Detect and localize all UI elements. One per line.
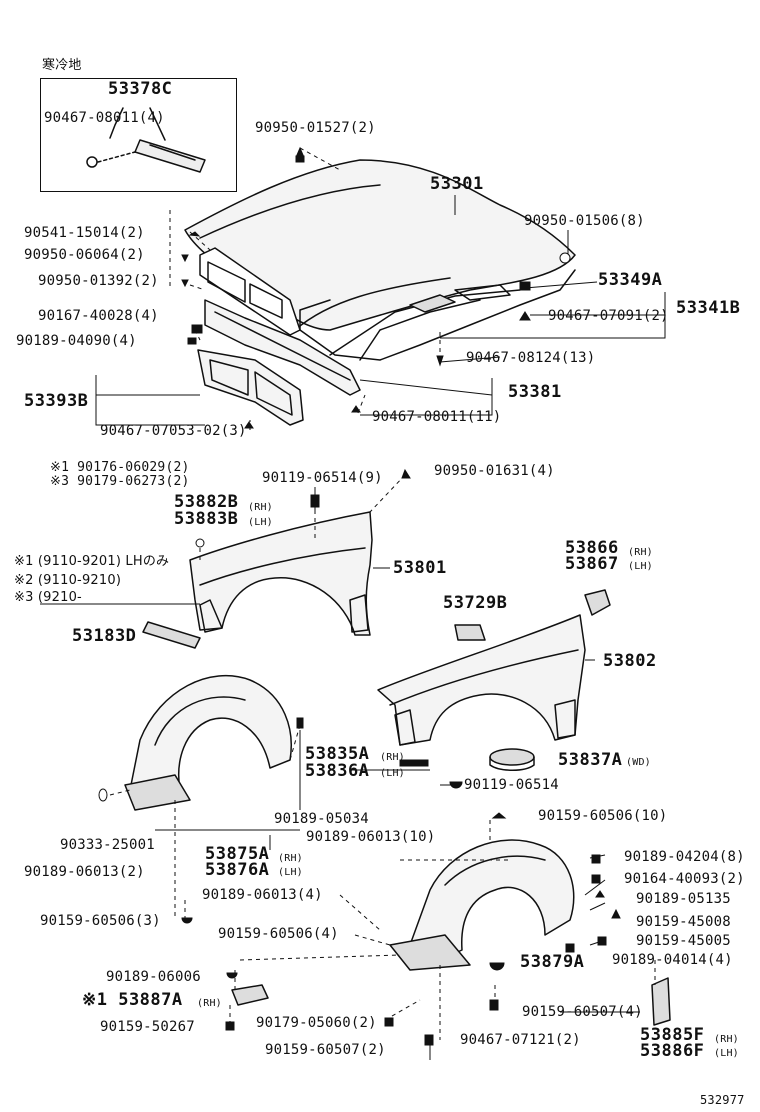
label-90333-25001: 90333-25001 (60, 837, 155, 853)
label-90159-60506-3: 90159-60506(3) (40, 913, 161, 929)
fender-liner-rh-drawing (389, 839, 575, 971)
label-90950-01527: 90950-01527(2) (255, 120, 376, 136)
label-53885F-side: (RH) (714, 1034, 739, 1045)
label-90159-60507-4: 90159-60507(4) (522, 1004, 643, 1020)
label-53887A-side: (RH) (197, 998, 222, 1009)
label-53837A: 53837A (558, 750, 623, 770)
label-53801-fender: 53801 (393, 558, 447, 578)
label-90159-50267: 90159-50267 (100, 1019, 195, 1035)
label-90467-08011: 90467-08011(11) (372, 409, 502, 425)
label-53882B-side: (RH) (248, 502, 273, 513)
label-53887A: ※1 53887A (82, 990, 183, 1010)
pad-drawing (454, 624, 486, 641)
label-53183D: 53183D (72, 626, 137, 646)
label-90119-06514-top: 90119-06514(9) (262, 470, 383, 486)
label-53836A-side: (LH) (380, 768, 405, 779)
label-90164-40093: 90164-40093(2) (624, 871, 745, 887)
small-bracket-drawing (231, 984, 269, 1006)
label-90189-06006: 90189-06006 (106, 969, 201, 985)
grille-drawing (197, 349, 304, 426)
inset-bolt: 90467-08011(4) (44, 110, 165, 126)
mudguard-bracket-drawing (651, 977, 671, 1026)
note-2: ※2 (9110-9210) (14, 573, 122, 588)
label-90189-04014: 90189-04014(4) (612, 952, 733, 968)
insulator-drawing (489, 748, 535, 766)
label-90179-06273: ※3 90179-06273(2) (50, 474, 190, 489)
label-53875A-side: (RH) (278, 853, 303, 864)
label-53301-hood: 53301 (430, 174, 484, 194)
inset-part-number: 53378C (108, 79, 173, 99)
rail-drawing (204, 299, 361, 396)
label-90189-04090: 90189-04090(4) (16, 333, 137, 349)
label-53866-side: (RH) (628, 547, 653, 558)
strip-drawing (142, 621, 201, 649)
label-53835A: 53835A (305, 744, 370, 764)
label-53341B: 53341B (676, 298, 741, 318)
label-53835A-side: (RH) (380, 752, 405, 763)
label-90189-05135: 90189-05135 (636, 891, 731, 907)
label-90467-07053: 90467-07053-02(3) (100, 423, 247, 439)
label-53876A-side: (LH) (278, 867, 303, 878)
label-90189-04204: 90189-04204(8) (624, 849, 745, 865)
front-fender-rh-drawing (377, 614, 586, 746)
label-90167-40028: 90167-40028(4) (38, 308, 159, 324)
label-90950-06064: 90950-06064(2) (24, 247, 145, 263)
label-53837A-wd: (WD) (626, 757, 651, 768)
label-53886F-side: (LH) (714, 1048, 739, 1059)
hood-drawing (184, 159, 576, 361)
label-53867-side: (LH) (628, 561, 653, 572)
label-90189-05034: 90189-05034 (274, 811, 369, 827)
diagram-reference-number: 532977 (700, 1093, 745, 1107)
label-53836A: 53836A (305, 761, 370, 781)
label-53802-fender: 53802 (603, 651, 657, 671)
label-90159-45008: 90159-45008 (636, 914, 731, 930)
label-53381: 53381 (508, 382, 562, 402)
label-53349A: 53349A (598, 270, 663, 290)
label-53866: 53866 (565, 538, 619, 558)
label-90950-01392: 90950-01392(2) (38, 273, 159, 289)
label-90467-07121: 90467-07121(2) (460, 1032, 581, 1048)
front-fender-lh-drawing (189, 511, 373, 636)
note-3: ※3 (9210- (14, 590, 82, 605)
inset-note: 寒冷地 (42, 58, 82, 73)
label-90950-01506: 90950-01506(8) (524, 213, 645, 229)
label-90189-06013-4: 90189-06013(4) (202, 887, 323, 903)
label-90159-60506-4: 90159-60506(4) (218, 926, 339, 942)
note-1: ※1 (9110-9201) LHのみ (14, 554, 170, 569)
label-53882B: 53882B (174, 492, 239, 512)
label-90541-15014: 90541-15014(2) (24, 225, 145, 241)
label-53879A: 53879A (520, 952, 585, 972)
fender-liner-lh-drawing (124, 675, 292, 811)
label-90159-45005: 90159-45005 (636, 933, 731, 949)
label-90950-01631: 90950-01631(4) (434, 463, 555, 479)
inset-box (40, 78, 237, 192)
label-90176-06029: ※1 90176-06029(2) (50, 460, 190, 475)
inset-bracket-drawing (86, 107, 206, 173)
label-53729B: 53729B (443, 593, 508, 613)
label-90189-06013-10: 90189-06013(10) (306, 829, 436, 845)
label-53875A: 53875A (205, 844, 270, 864)
label-53886F: 53886F (640, 1041, 705, 1061)
label-53883B: 53883B (174, 509, 239, 529)
label-90159-60506-10: 90159-60506(10) (538, 808, 668, 824)
label-90467-08124: 90467-08124(13) (466, 350, 596, 366)
label-90189-06013-2: 90189-06013(2) (24, 864, 145, 880)
label-90159-60507-2: 90159-60507(2) (265, 1042, 386, 1058)
label-53883B-side: (LH) (248, 517, 273, 528)
label-90467-07091: 90467-07091(2) (548, 308, 669, 324)
label-53393B: 53393B (24, 391, 89, 411)
label-53885F: 53885F (640, 1025, 705, 1045)
label-90179-05060: 90179-05060(2) (256, 1015, 377, 1031)
label-90119-06514-bottom: 90119-06514 (464, 777, 559, 793)
bracket-drawing (584, 589, 611, 616)
label-53867: 53867 (565, 554, 619, 574)
label-53876A: 53876A (205, 860, 270, 880)
